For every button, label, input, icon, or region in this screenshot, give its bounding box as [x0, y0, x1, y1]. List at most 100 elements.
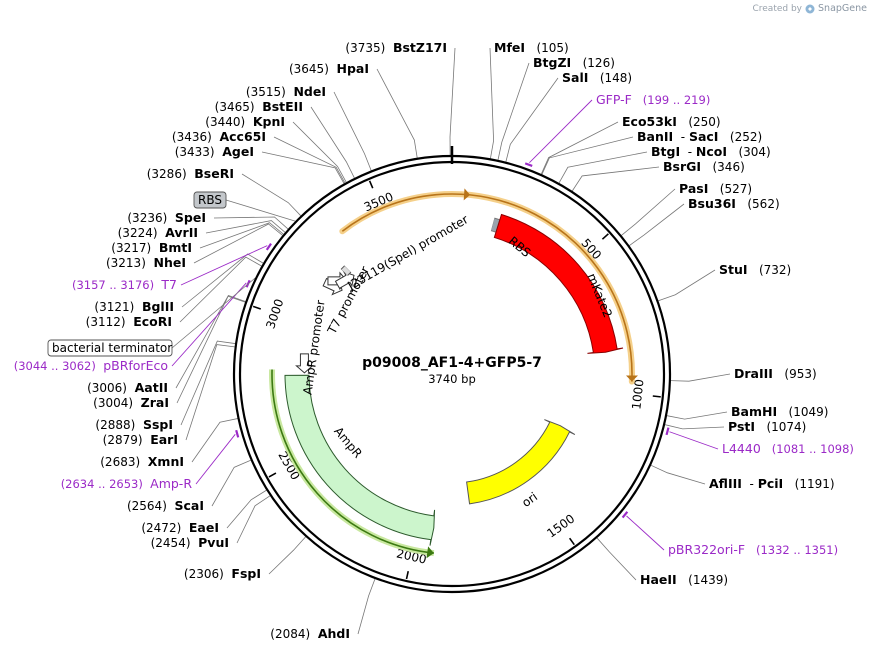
enzyme-name: KpnI [253, 114, 285, 129]
rbs-box-label: RBS [198, 193, 222, 207]
site-label: (2564) ScaI [127, 498, 204, 513]
site-leader [273, 136, 346, 184]
site-leader [185, 344, 235, 441]
site-leader [497, 62, 530, 160]
boxed-label-leader [225, 199, 296, 222]
primer-range: (3044 .. 3062) [14, 359, 103, 373]
primer-label: pBR322ori-F (1332 .. 1351) [668, 542, 838, 557]
site-label: (2084) AhdI [270, 626, 350, 641]
site-label: PstI (1074) [728, 419, 806, 434]
enzyme-name: BamHI [731, 404, 777, 419]
primer-mark [235, 429, 240, 438]
site-position: (3004) [93, 396, 141, 410]
site-label: Eco53kI (250) [622, 114, 721, 129]
enzyme-name: BstEII [262, 99, 303, 114]
ampr-feature [284, 374, 436, 546]
site-position: (1074) [755, 420, 806, 434]
site-position: (2306) [184, 567, 232, 581]
site-position: (3735) [345, 41, 393, 55]
enzyme-name: EarI [150, 432, 178, 447]
site-leader [181, 253, 264, 308]
enzyme-name: NheI [154, 255, 187, 270]
site-position: (3112) [86, 315, 134, 329]
primer-label: (3044 .. 3062) pBRforEco [14, 358, 168, 373]
enzyme-name: XmnI [148, 454, 184, 469]
site-leader [670, 373, 731, 382]
primer-range: (1081 .. 1098) [761, 442, 854, 456]
enzyme-name: DraIII [734, 366, 773, 381]
site-position: (562) [736, 197, 780, 211]
site-label: BtgI - NcoI (304) [651, 144, 771, 159]
ampr-translation-arc [271, 369, 434, 554]
site-leader [211, 459, 251, 507]
enzyme-name: StuI [719, 262, 748, 277]
enzyme-name: Acc65I [219, 129, 266, 144]
primer-mark [665, 427, 670, 436]
rbs-feature-fill [491, 218, 500, 232]
site-label: (3112) EcoRI [86, 314, 172, 329]
site-position: (3006) [87, 381, 135, 395]
site-label: SalI (148) [562, 70, 632, 85]
tick-mark [368, 180, 374, 189]
site-position: (252) [718, 130, 762, 144]
enzyme-name: AflIII [709, 476, 742, 491]
enzyme-name: NdeI [293, 84, 326, 99]
primer-mark [524, 162, 533, 167]
site-leader [193, 223, 283, 264]
j23119-promoter-arrow-shape [334, 270, 355, 289]
site-label: (3440) KpnI [205, 114, 285, 129]
site-label: (3735) BstZ17I [345, 40, 447, 55]
snapgene-logo-icon [805, 4, 815, 13]
site-label: StuI (732) [719, 262, 791, 277]
site-label: BanII - SacI (252) [637, 129, 762, 144]
site-label: (3217) BmtI [111, 240, 192, 255]
site-leader [333, 91, 372, 171]
site-label: (2306) FspI [184, 566, 261, 581]
ampr-label: AmpR [331, 424, 365, 460]
primer-range: (2634 .. 2653) [61, 477, 150, 491]
enzyme-name: SacI [689, 129, 719, 144]
primer-name: pBRforEco [103, 358, 168, 373]
enzyme-name: AvrII [165, 225, 198, 240]
site-leader [213, 216, 289, 230]
site-leader [489, 47, 494, 159]
site-position: (3433) [175, 145, 223, 159]
site-position: (2879) [103, 433, 151, 447]
primer-leader [626, 515, 665, 551]
site-position: (527) [708, 182, 752, 196]
site-label: (3433) AgeI [175, 144, 254, 159]
primer-range: (199 .. 219) [632, 93, 710, 107]
enzyme-name: MfeI [494, 40, 525, 55]
enzyme-name: HaeII [640, 572, 677, 587]
site-leader [505, 77, 559, 162]
enzyme-name: PvuI [198, 535, 229, 550]
credit-text: Created by [752, 3, 803, 14]
enzyme-name: BtgZI [533, 55, 571, 70]
site-label: PasI (527) [679, 181, 752, 196]
site-leader [629, 203, 685, 246]
site-leader [205, 220, 286, 234]
site-leader [621, 188, 676, 236]
site-position: (346) [701, 160, 745, 174]
site-leader [179, 256, 262, 323]
site-label: (2683) XmnI [100, 454, 184, 469]
site-position: (3121) [94, 300, 142, 314]
mkate2-feature [493, 213, 624, 354]
site-leader [658, 269, 716, 302]
site-leader [571, 166, 660, 192]
site-position: (3515) [246, 85, 294, 99]
enzyme-name: BtgI [651, 144, 680, 159]
site-leader [175, 294, 246, 389]
enzyme-name: ScaI [175, 498, 205, 513]
primer-label: (2634 .. 2653) Amp-R [61, 476, 193, 491]
site-leader [449, 47, 456, 156]
site-position: (2472) [141, 521, 189, 535]
primer-name: Amp-R [150, 476, 192, 491]
site-label: (3213) NheI [106, 255, 186, 270]
site-leader-lines [171, 47, 731, 635]
site-position: (1049) [777, 405, 828, 419]
site-label: (3004) ZraI [93, 395, 169, 410]
primer-leader [529, 99, 593, 164]
snapgene-credit: Created by SnapGene [752, 3, 867, 14]
site-position: (953) [773, 367, 817, 381]
